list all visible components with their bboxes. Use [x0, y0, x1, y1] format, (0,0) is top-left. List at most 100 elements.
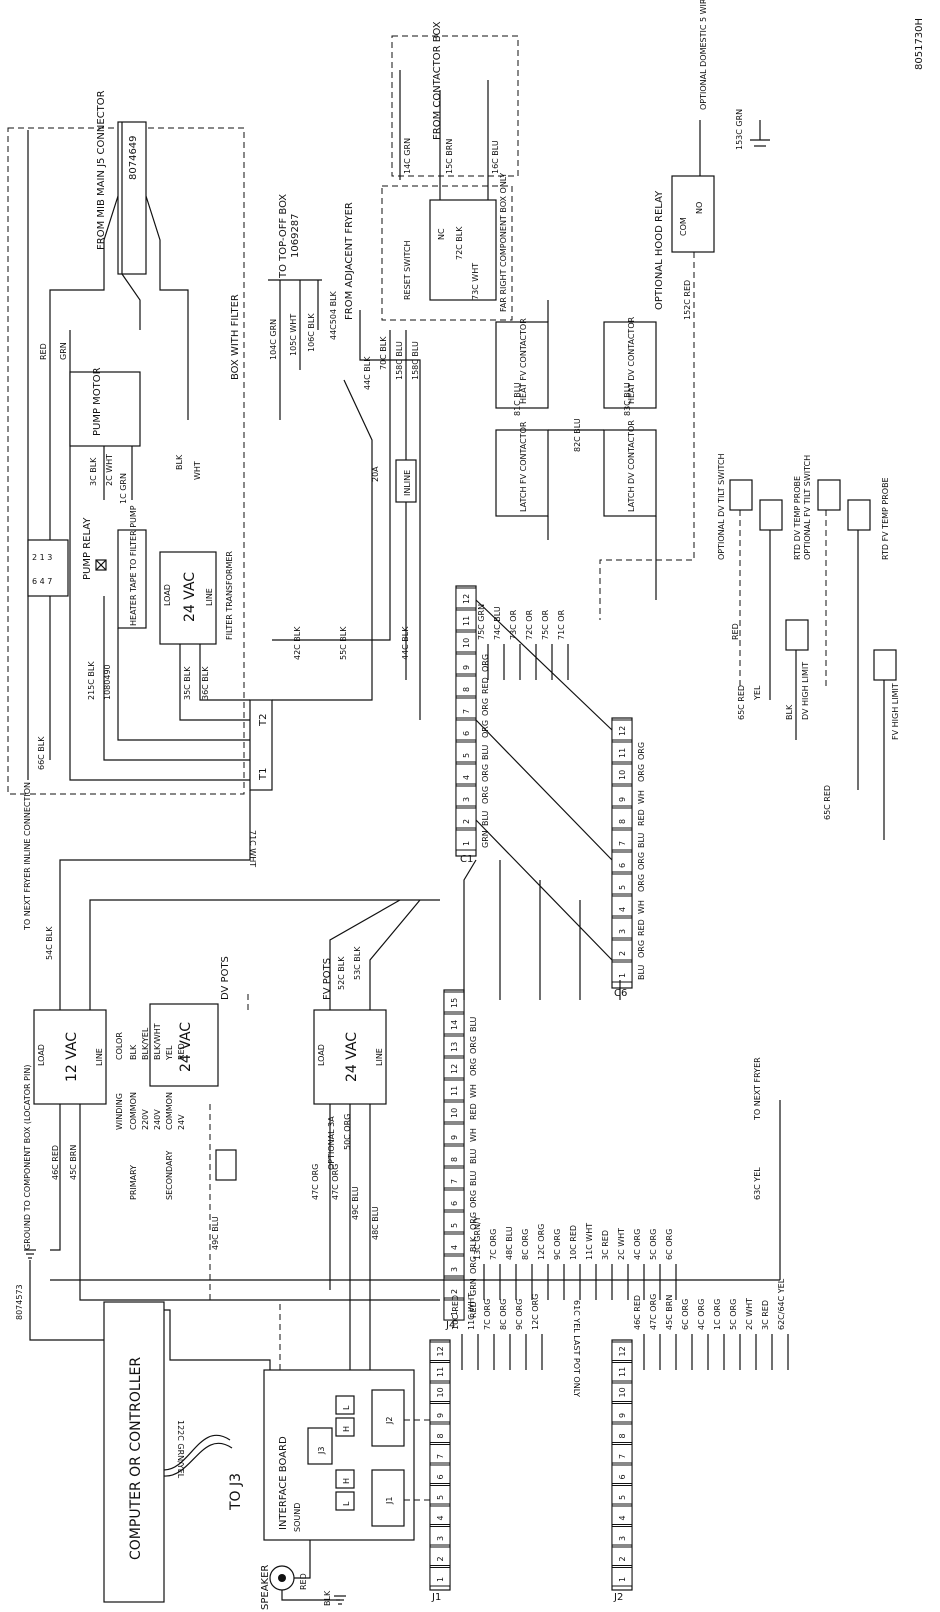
connector_c6-pin: [611, 895, 633, 917]
svg-text:36C BLK: 36C BLK: [201, 666, 210, 700]
connector_c1-pin-color: GRN: [481, 830, 490, 848]
connector_c6-pin: [611, 829, 633, 851]
reset-switch: [429, 199, 497, 301]
connector_j4-wire-label: 7C ORG: [489, 1229, 498, 1260]
svg-text:INLINE: INLINE: [403, 470, 412, 496]
svg-text:T2: T2: [258, 714, 269, 727]
contactor-box-outline: [391, 35, 519, 177]
svg-text:42C BLK: 42C BLK: [293, 626, 302, 660]
svg-text:66C BLK: 66C BLK: [37, 736, 46, 770]
connector_j4-pin-number: 13: [450, 1042, 459, 1052]
connector_j1-pin: [429, 1341, 451, 1361]
svg-text:COMMON: COMMON: [129, 1092, 138, 1130]
rtd-dv-probe: [759, 499, 783, 531]
connector_j4-wire-label: 4C ORG: [633, 1229, 642, 1260]
dv-tilt-switch: [729, 479, 753, 511]
svg-text:14C GRN: 14C GRN: [403, 138, 412, 174]
connector_j1-pin: [429, 1505, 451, 1525]
connector_j4-pin-number: 11: [450, 1086, 459, 1096]
svg-text:20A: 20A: [371, 466, 380, 482]
svg-text:J1: J1: [385, 1497, 394, 1505]
svg-text:TO J3: TO J3: [228, 1473, 244, 1511]
connector_c1-pin-color: ORG: [481, 786, 490, 804]
j4-pins: 123456789101112131415REDGRNORGBLKORGORGB…: [443, 991, 478, 1321]
connector_j4-pin-number: 12: [450, 1064, 459, 1074]
svg-text:OPTIONAL DOMESTIC 5 WIRE POWER: OPTIONAL DOMESTIC 5 WIRE POWER CORD: [699, 0, 708, 110]
connector_c1-pin: [455, 785, 477, 807]
latch-fv-contactor: [495, 429, 549, 517]
box-with-filter-label: BOX WITH FILTER: [230, 294, 241, 380]
connector_j2-pin-number: 1: [618, 1577, 627, 1582]
winding-table: WINDING COLOR PRIMARY COMMON BLK 220V BL…: [115, 1023, 186, 1200]
connector_j2-wire-label: 4C ORG: [697, 1299, 706, 1330]
connector_j4-pin-color: ORG: [469, 1036, 478, 1054]
connector_j2-pin-number: 6: [618, 1474, 627, 1479]
svg-text:BLK/YEL: BLK/YEL: [141, 1027, 150, 1060]
connector_j2-pin: [611, 1505, 633, 1525]
connector_c6-pin-color: WH: [637, 790, 646, 804]
c6-pins: 123456789101112BLUORGREDWHORGORGBLUREDWH…: [611, 719, 646, 983]
connector_j4-pin: [443, 1299, 465, 1321]
fv-tilt-switch: [817, 479, 841, 511]
connector_j1-wire-label: 9C ORG: [515, 1299, 524, 1330]
connector_c6-pin: [611, 785, 633, 807]
svg-text:HEAT FV CONTACTOR: HEAT FV CONTACTOR: [519, 318, 528, 404]
connector_j4-wire-label: 5C ORG: [649, 1229, 658, 1260]
connector_j2-wire-label: 3C RED: [761, 1300, 770, 1330]
connector_c6-pin: [611, 741, 633, 763]
connector_j4-pin: [443, 1255, 465, 1277]
connector_j2-pin-number: 9: [618, 1413, 627, 1418]
heat-dv-contactor: [603, 321, 657, 409]
connector_c1-pin-number: 12: [462, 594, 471, 604]
connector_c1-pin-number: 9: [462, 665, 471, 670]
connector_j4-wire-label: 3C RED: [601, 1230, 610, 1260]
fv-high-limit: [873, 649, 897, 681]
connector_c6-pin-color: WH: [637, 900, 646, 914]
svg-text:8074573: 8074573: [15, 1284, 24, 1320]
connector_j4-pin: [443, 1079, 465, 1101]
connector_j1-pin: [429, 1464, 451, 1484]
svg-text:152C RED: 152C RED: [683, 280, 692, 320]
svg-text:FROM CONTACTOR BOX: FROM CONTACTOR BOX: [432, 21, 443, 140]
connector_j4-pin-number: 3: [450, 1267, 459, 1272]
connector_c1-pin-color: ORG: [481, 698, 490, 716]
wire-3c: 3C BLK: [89, 457, 98, 486]
svg-text:47C ORG: 47C ORG: [311, 1164, 320, 1200]
connector_c1-pin: [455, 763, 477, 785]
connector_j2-pin: [611, 1485, 633, 1505]
connector_j4-wire-label: 8C ORG: [521, 1229, 530, 1260]
svg-text:H: H: [342, 1478, 351, 1484]
svg-text:122C GRN/YEL: 122C GRN/YEL: [176, 1420, 185, 1479]
connector_c6-pin-number: 3: [618, 929, 627, 934]
connector_j4-pin: [443, 1057, 465, 1079]
connector_c6-pin-color: BLU: [637, 832, 646, 848]
connector_c1-pin-number: 10: [462, 638, 471, 648]
wire-blk: BLK: [175, 454, 184, 470]
svg-text:24 VAC: 24 VAC: [344, 1032, 360, 1082]
svg-text:BLK: BLK: [785, 704, 794, 720]
connector_c6-pin: [611, 961, 633, 983]
connector_j1-wire-label: 12C ORG: [531, 1294, 540, 1330]
from-mib-label: FROM MIB MAIN J5 CONNECTOR: [96, 90, 107, 250]
svg-text:FV POTS: FV POTS: [322, 958, 333, 1000]
svg-text:WINDING: WINDING: [115, 1093, 124, 1130]
connector_c1-pin-number: 5: [462, 753, 471, 758]
heat-fv-contactor: [495, 321, 549, 409]
connector_j2-pin: [611, 1464, 633, 1484]
connector_j1-pin: [429, 1444, 451, 1464]
connector_j4-pin-number: 7: [450, 1179, 459, 1184]
connector_c6-pin-color: ORG: [637, 742, 646, 760]
connector_c1-pin: [455, 675, 477, 697]
connector_j4-pin: [443, 991, 465, 1013]
svg-text:FV HIGH LIMIT: FV HIGH LIMIT: [891, 683, 900, 740]
connector_j1-pin-number: 4: [436, 1515, 445, 1520]
mib-connector: [117, 121, 147, 275]
connector_c6-pin: [611, 807, 633, 829]
svg-text:53C BLK: 53C BLK: [353, 946, 362, 980]
connector_c1-pin-number: 4: [462, 775, 471, 780]
connector_c6-pin-number: 12: [618, 726, 627, 736]
connector_j1-pin: [429, 1526, 451, 1546]
svg-text:J3: J3: [317, 1447, 326, 1455]
